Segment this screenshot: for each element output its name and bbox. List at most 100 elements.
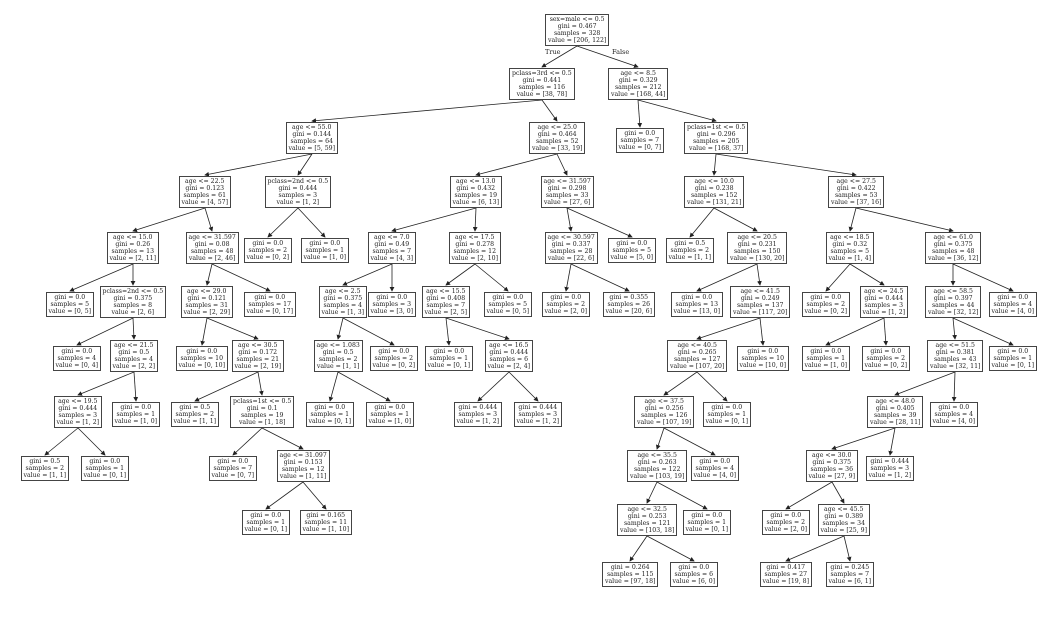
node-text-line: samples = 2: [318, 356, 358, 364]
tree-edge: [696, 317, 761, 341]
node-text-line: gini = 0.0: [217, 458, 249, 465]
node-text-line: pclass=1st <= 0.5: [687, 124, 746, 131]
node-text-line: value = [6, 0]: [672, 578, 716, 586]
tree-edge: [302, 481, 327, 510]
node-text-line: gini = 0.5: [118, 349, 150, 357]
node-text-line: value = [22, 6]: [547, 255, 595, 263]
node-text-line: value = [0, 1]: [705, 418, 749, 426]
node-text-line: gini = 0.264: [610, 564, 650, 571]
node-text-line: gini = 0.265: [677, 349, 717, 357]
node-text-line: samples = 5: [50, 301, 90, 309]
node-text-line: samples = 3: [458, 411, 498, 419]
tree-edge: [848, 207, 857, 232]
node-text-line: gini = 0.405: [875, 405, 915, 413]
node-text-line: samples = 2: [866, 355, 906, 363]
node-text-line: gini = 0.375: [812, 459, 852, 467]
tree-edge: [689, 207, 715, 238]
tree-edge: [855, 207, 954, 233]
node-text-line: gini = 0.26: [115, 241, 151, 249]
tree-edge: [696, 371, 728, 402]
node-text-line: samples = 4: [323, 302, 363, 310]
node-text-line: samples = 12: [281, 466, 325, 474]
node-text-line: samples = 19: [454, 192, 498, 200]
node-text-line: samples = 1: [370, 411, 410, 419]
node-text-line: gini = 0.0: [938, 404, 970, 411]
node-text-line: samples = 34: [822, 520, 866, 528]
node-text-line: value = [168, 44]: [611, 91, 666, 99]
tree-edge: [894, 371, 956, 396]
tree-edge: [232, 427, 263, 456]
node-text-line: samples = 7: [213, 465, 253, 473]
node-text-line: gini = 0.245: [830, 564, 870, 571]
tree-edge: [566, 207, 633, 238]
node-text-line: samples = 44: [931, 302, 975, 310]
node-text-line: gini = 0.08: [194, 241, 230, 249]
node-text-line: value = [107, 19]: [637, 419, 692, 427]
tree-edge: [342, 317, 395, 346]
node-text-line: gini = 0.408: [426, 295, 466, 303]
tree-edge: [646, 481, 658, 504]
node-text-line: value = [2, 11]: [109, 255, 157, 263]
tree-edge: [646, 535, 695, 562]
tree-edge: [637, 99, 643, 128]
node-text-line: value = [1, 0]: [114, 418, 158, 426]
node-text-line: value = [0, 1]: [685, 526, 729, 534]
node-text-line: value = [0, 2]: [864, 362, 908, 370]
node-text-line: gini = 0.238: [694, 185, 734, 193]
false-edge-label: False: [612, 48, 630, 56]
node-text-line: value = [32, 11]: [930, 363, 981, 371]
tree-edge: [77, 427, 106, 456]
node-text-line: samples = 6: [489, 356, 529, 364]
tree-edge: [391, 207, 477, 233]
node-text-line: samples = 6: [674, 571, 714, 579]
tree-edge: [44, 427, 79, 456]
node-text-line: gini = 0.0: [120, 404, 152, 411]
node-text-line: age <= 31.097: [279, 452, 327, 459]
node-text-line: samples = 4: [993, 301, 1033, 309]
node-text-line: value = [1, 4]: [828, 255, 872, 263]
node-text-line: gini = 0.256: [644, 405, 684, 413]
node-text-line: gini = 0.355: [609, 294, 649, 301]
tree-edge: [261, 427, 304, 450]
tree-edge: [629, 535, 648, 562]
node-text-line: samples = 3: [372, 301, 412, 309]
tree-edge: [849, 263, 885, 286]
tree-edge: [715, 153, 857, 177]
node-text-line: value = [36, 12]: [928, 255, 979, 263]
node-text-line: age <= 40.5: [677, 342, 717, 349]
tree-edge: [656, 481, 708, 510]
node-text-line: value = [1, 1]: [668, 254, 712, 262]
tree-edge: [825, 263, 851, 292]
node-text-line: value = [1, 1]: [23, 472, 67, 480]
node-text-line: value = [117, 20]: [733, 309, 788, 317]
tree-edge: [474, 263, 509, 292]
node-text-line: value = [1, 2]: [516, 418, 560, 426]
node-text-line: age <= 31.597: [188, 234, 236, 241]
node-text-line: value = [1, 2]: [862, 309, 906, 317]
tree-edge: [637, 99, 717, 123]
node-text-line: value = [6, 1]: [828, 578, 872, 586]
node-text-line: pclass=2nd <= 0.5: [267, 178, 329, 185]
node-text-line: gini = 0.375: [323, 295, 363, 303]
node-text-line: value = [1, 2]: [868, 472, 912, 480]
node-text-line: gini = 0.464: [537, 131, 577, 139]
